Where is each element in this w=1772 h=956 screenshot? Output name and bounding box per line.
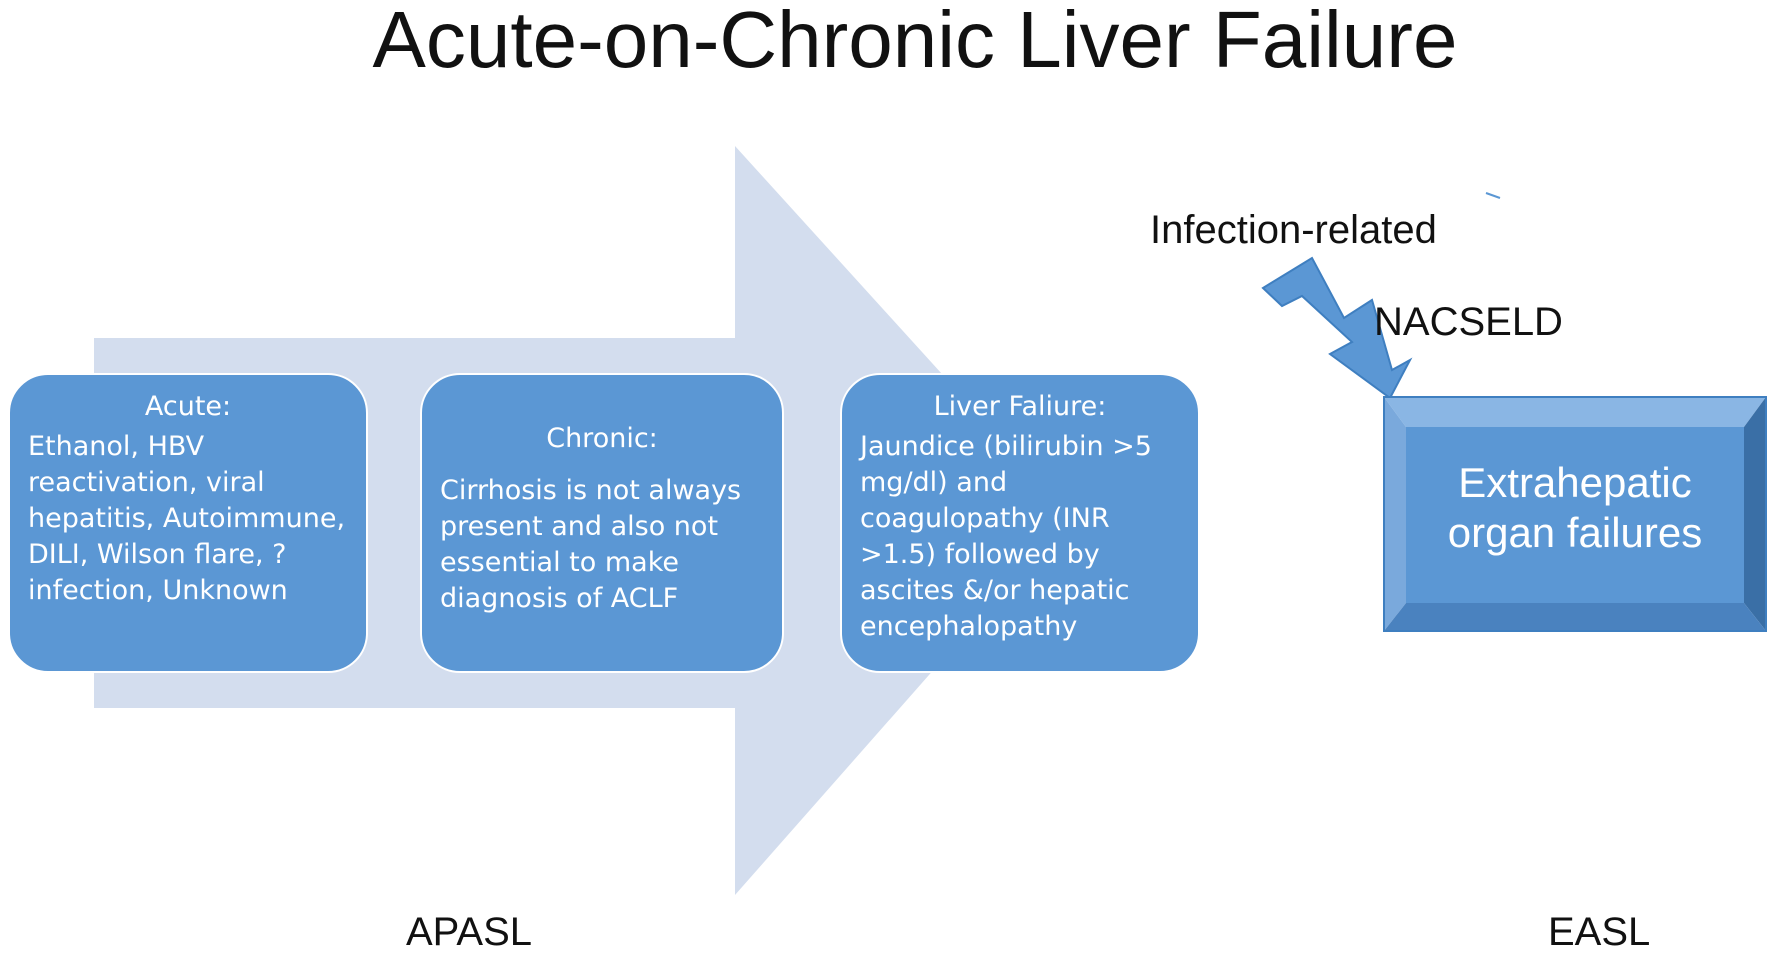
nacseld-label: NACSELD [1374, 300, 1563, 344]
chronic-heading: Chronic: [546, 423, 658, 454]
chronic-text: Cirrhosis is not always present and also… [440, 475, 742, 614]
easl-label: EASL [1548, 910, 1651, 954]
liver-failure-box: Liver Faliure: Jaundice (bilirubin >5 mg… [840, 373, 1200, 673]
organ-failure-text: Extrahepatic organ failures [1447, 459, 1703, 556]
infection-label: Infection-related [1150, 208, 1437, 252]
acute-text: Ethanol, HBV reactivation, viral hepatit… [28, 431, 346, 606]
acute-box: Acute: Ethanol, HBV reactivation, viral … [8, 373, 368, 673]
page-title: Acute-on-Chronic Liver Failure [372, 0, 1458, 84]
liver-failure-text: Jaundice (bilirubin >5 mg/dl) and coagul… [860, 431, 1152, 642]
acute-heading: Acute: [144, 391, 232, 422]
liver-failure-heading: Liver Faliure: [933, 391, 1107, 422]
apasl-label: APASL [406, 910, 532, 954]
chronic-box: Chronic: Cirrhosis is not always present… [420, 373, 784, 673]
